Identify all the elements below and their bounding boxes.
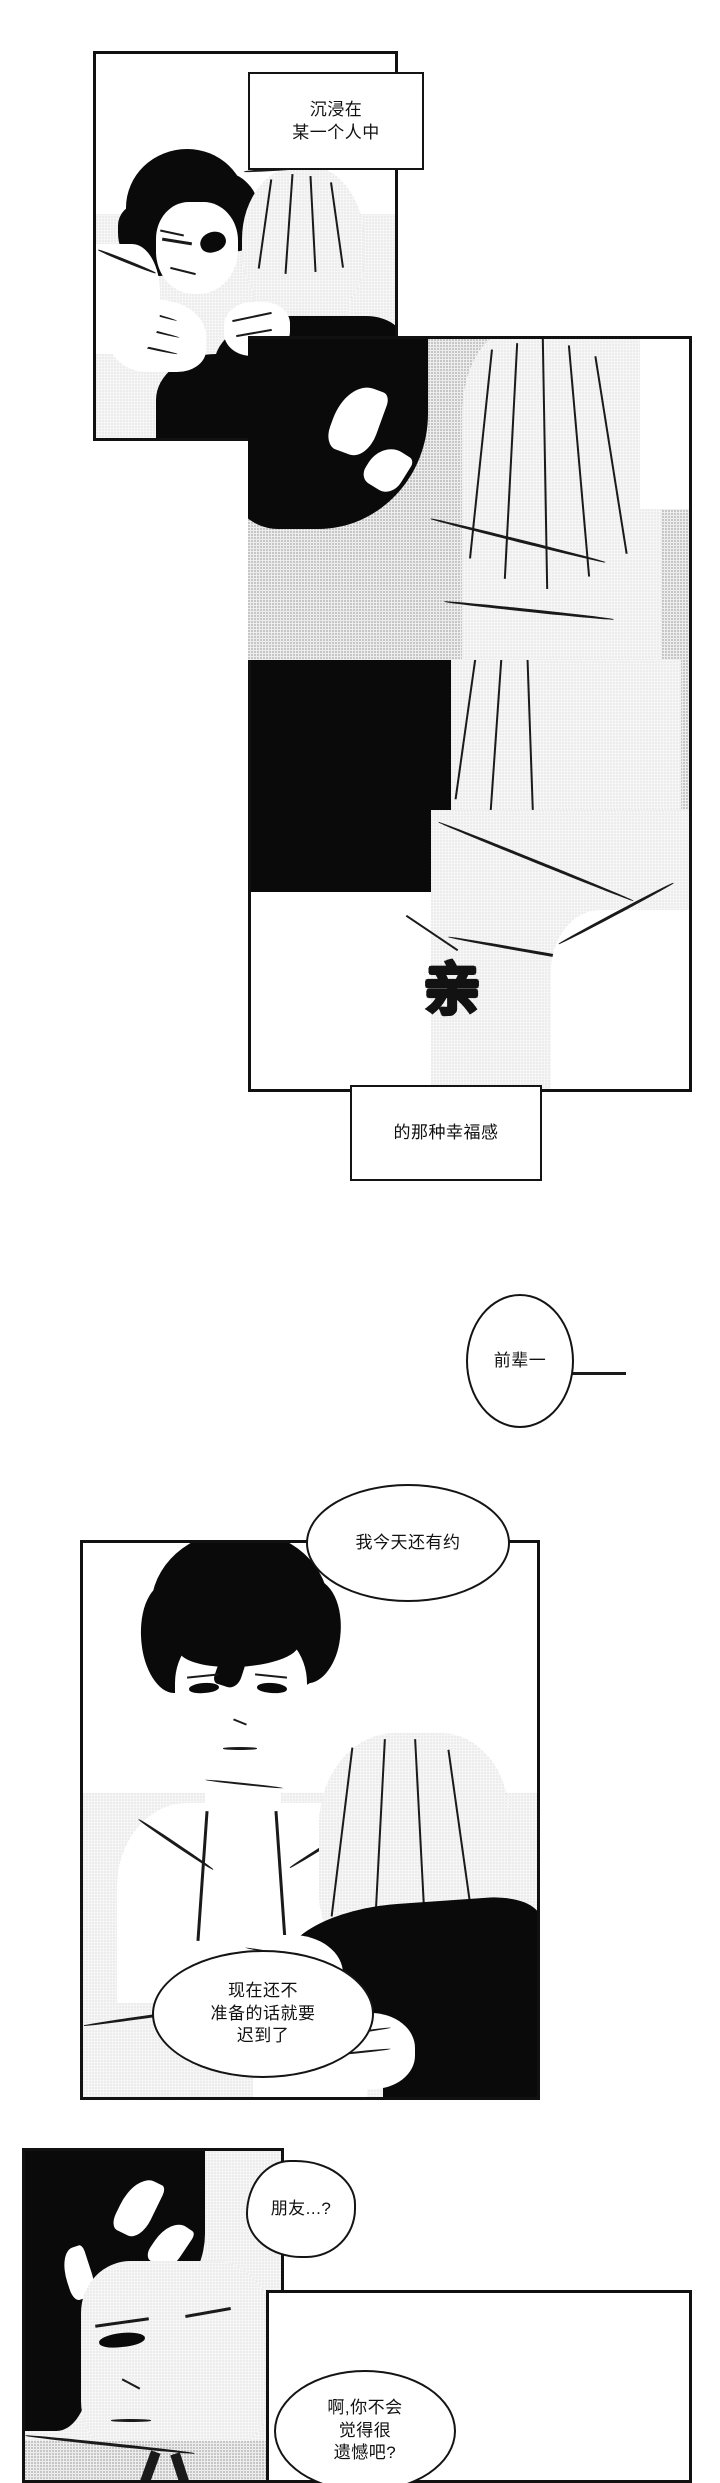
balloon-senpai-tail (572, 1372, 626, 1375)
balloon-text-appointment: 我今天还有约 (355, 1532, 461, 1552)
panel-nape-lower (248, 660, 692, 1092)
sfx-kiss: 亲 (423, 958, 482, 1021)
panel-holding (80, 1540, 540, 2100)
art-face-plane (81, 2261, 271, 2461)
balloon-text-friend: 朋友...? (270, 2198, 332, 2218)
balloon-text-late: 现在还不 准备的话就要 迟到了 (210, 1980, 316, 2046)
balloon-text-regret: 啊,你不会 觉得很 遗憾吧? (327, 2397, 403, 2463)
balloon-regret: 啊,你不会 觉得很 遗憾吧? (274, 2370, 456, 2483)
balloon-senpai: 前辈一 (466, 1294, 574, 1428)
art-black-shoulder (251, 660, 461, 900)
balloon-text-senpai: 前辈一 (493, 1350, 547, 1370)
caption-text-immersed: 沉浸在 某一个人中 (292, 99, 380, 142)
caption-box-happiness: 的那种幸福感 (350, 1085, 542, 1181)
panel-face-closeup (22, 2148, 284, 2483)
caption-text-happiness: 的那种幸福感 (393, 1123, 499, 1143)
balloon-late: 现在还不 准备的话就要 迟到了 (152, 1950, 374, 2078)
balloon-friend: 朋友...? (246, 2160, 356, 2258)
panel-nape-wide (248, 336, 692, 676)
caption-box-immersed: 沉浸在 某一个人中 (248, 72, 424, 170)
balloon-appointment: 我今天还有约 (306, 1484, 510, 1602)
